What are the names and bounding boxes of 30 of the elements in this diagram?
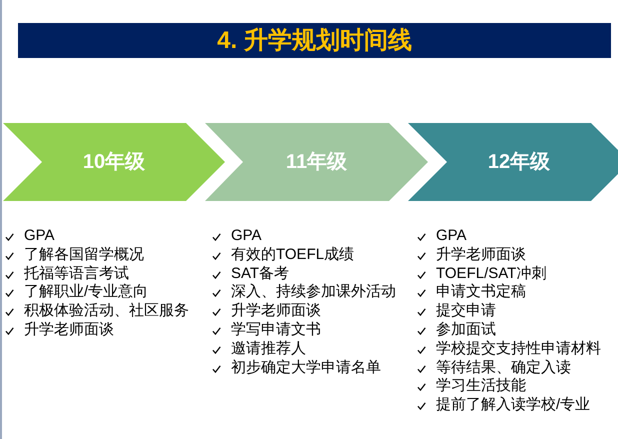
checklist-item: 升学老师面谈: [231, 302, 321, 321]
checklist-item: 托福等语言考试: [24, 264, 129, 284]
grade-label: 11年级: [286, 150, 348, 174]
checklist-item: GPA: [24, 227, 55, 246]
checklist-item: 升学老师面谈: [24, 320, 114, 340]
checklist-item: 申请文书定稿: [436, 283, 526, 302]
stage-band: [3, 123, 225, 201]
checklist-item: GPA: [436, 227, 467, 246]
checklist-item: GPA: [231, 227, 262, 246]
checklist-item: 有效的TOEFL成绩: [231, 246, 354, 265]
checklist-item: 升学老师面谈: [436, 246, 526, 265]
checklist-item: 邀请推荐人: [231, 340, 306, 359]
checklist-item: 了解各国留学概况: [24, 246, 144, 265]
checklist-item: 学校提交支持性申请材料: [436, 340, 601, 359]
checklist-item: 初步确定大学申请名单: [231, 358, 381, 378]
checklist-item: 提前了解入读学校/专业: [436, 396, 590, 415]
checklist-item: 深入、持续参加课外活动: [231, 283, 396, 302]
checklist-item: 学写申请文书: [231, 320, 321, 340]
checklist-item: 学习生活技能: [436, 377, 526, 396]
checklist-item: 参加面试: [436, 320, 496, 340]
checklist-item: 提交申请: [436, 302, 496, 321]
checklist-item: 等待结果、确定入读: [436, 358, 571, 378]
title: 4. 升学规划时间线: [217, 26, 412, 54]
checklist-item: TOEFL/SAT冲刺: [436, 264, 546, 283]
checklist-item: SAT备考: [231, 264, 290, 284]
checklist-item: 了解职业/专业意向: [24, 283, 148, 302]
grade-label: 12年级: [488, 150, 550, 174]
grade-label: 10年级: [82, 150, 146, 174]
stage-band: [408, 123, 618, 201]
checklist-item: 积极体验活动、社区服务: [24, 302, 189, 321]
